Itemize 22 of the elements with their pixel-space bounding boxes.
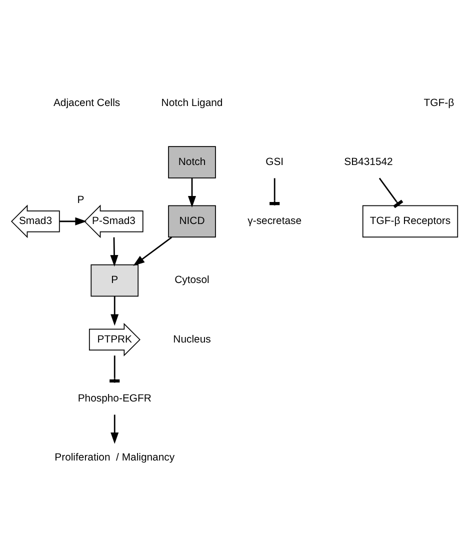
node-label: P	[77, 194, 84, 206]
label: Nucleus	[173, 334, 211, 345]
connector	[378, 177, 404, 208]
node-box: P	[90, 264, 139, 296]
arrow	[110, 296, 119, 326]
arrow	[110, 414, 119, 444]
arrow	[110, 236, 118, 266]
node-box: TGF-β Receptors	[362, 204, 458, 237]
node-text: GSI	[266, 156, 284, 168]
node-text: SB431542	[344, 156, 393, 168]
label: TGF-β	[424, 97, 454, 108]
label: Notch Ligand	[161, 97, 223, 108]
arrow	[133, 236, 172, 266]
arrow	[60, 216, 87, 225]
arrow	[188, 178, 196, 207]
node-box: NICD	[168, 204, 216, 237]
node-box: Notch	[168, 146, 216, 178]
label: Cytosol	[174, 274, 210, 286]
node-text: Proliferation / Malignancy	[54, 452, 175, 464]
label: Adjacent Cells	[53, 97, 120, 108]
node-text: Phospho-EGFR	[78, 392, 152, 404]
node-text: γ-secretase	[248, 216, 302, 227]
